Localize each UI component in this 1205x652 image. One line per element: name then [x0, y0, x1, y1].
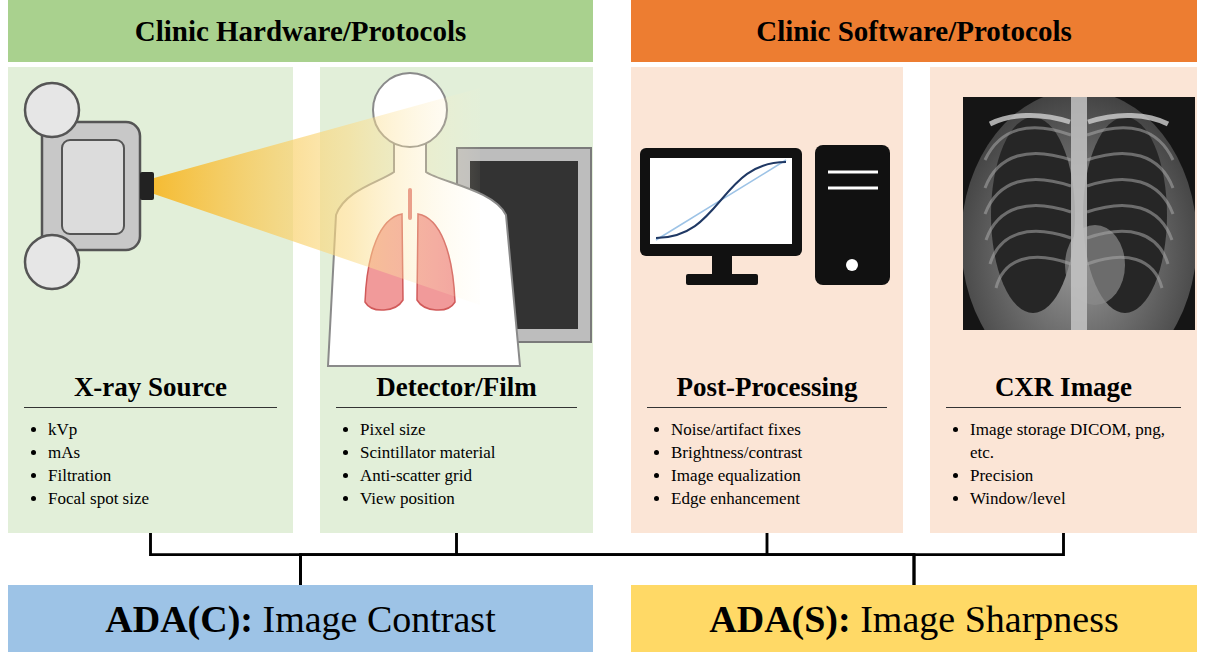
bullet-item: Filtration — [48, 464, 285, 487]
bullet-item: Image equalization — [671, 464, 895, 487]
panel-heading: X-ray Source — [24, 370, 277, 408]
xray-beam — [154, 88, 480, 305]
bullet-item: Noise/artifact fixes — [671, 418, 895, 441]
bullet-text: Noise/artifact fixes — [671, 420, 801, 439]
bullet-list: Pixel sizeScintillator materialAnti-scat… — [320, 418, 593, 510]
connector-line — [301, 533, 1064, 585]
panel-heading: Post-Processing — [647, 370, 887, 408]
connector-line — [301, 533, 457, 585]
detector-panel-icon — [457, 148, 591, 342]
band-title: Clinic Software/Protocols — [756, 14, 1071, 48]
component-panel: Detector/FilmPixel sizeScintillator mate… — [320, 67, 593, 533]
bullet-list: kVp mAsFiltrationFocal spot size — [8, 418, 293, 510]
xray-source-icon — [25, 83, 154, 289]
header-band: Clinic Software/Protocols — [631, 0, 1197, 62]
bullet-text: Window/level — [970, 489, 1066, 508]
chest-xray-image — [963, 97, 1195, 330]
bullet-text: Precision — [970, 466, 1033, 485]
bullet-text: Brightness/contrast — [671, 443, 802, 462]
bullet-text: Scintillator material — [360, 443, 496, 462]
connector-line — [151, 533, 301, 585]
connector-line — [914, 533, 1064, 585]
bullet-item: Anti-scatter grid — [360, 464, 585, 487]
outcome-label: ADA(C): — [105, 597, 253, 641]
bullet-item: Edge enhancement — [671, 487, 895, 510]
panel-heading: Detector/Film — [336, 370, 577, 408]
bullet-text: View position — [360, 489, 455, 508]
band-title: Clinic Hardware/Protocols — [135, 14, 467, 48]
outcome-box: ADA(S):Image Sharpness — [631, 585, 1197, 652]
bullet-item: Pixel size — [360, 418, 585, 441]
connector-line — [151, 533, 915, 585]
bullet-text: Anti-scatter grid — [360, 466, 472, 485]
outcome-label: ADA(S): — [709, 597, 850, 641]
bullet-item: Image storage DICOM, png, etc. — [970, 418, 1189, 464]
bullet-item: Scintillator material — [360, 441, 585, 464]
outcome-description: Image Sharpness — [860, 597, 1119, 641]
connector-line — [301, 533, 768, 585]
patient-figure — [328, 73, 520, 366]
bullet-item: Brightness/contrast — [671, 441, 895, 464]
panel-heading: CXR Image — [946, 370, 1181, 408]
component-panel: Post-ProcessingNoise/artifact fixesBrigh… — [631, 67, 903, 533]
bullet-text: Image storage DICOM, png, etc. — [970, 420, 1165, 462]
component-panel: X-ray Source kVp mAsFiltrationFocal spot s… — [8, 67, 293, 533]
bullet-item: mAs — [48, 441, 285, 464]
component-panel: CXR ImageImage storage DICOM, png, etc. P… — [930, 67, 1197, 533]
outcome-description: Image Contrast — [263, 597, 496, 641]
bullet-text: Edge enhancement — [671, 489, 800, 508]
bullet-text: Image equalization — [671, 466, 801, 485]
computer-icon — [640, 145, 890, 285]
outcome-box: ADA(C):Image Contrast — [8, 585, 593, 652]
bullet-item: Window/level — [970, 487, 1189, 510]
bullet-text: kVp — [48, 420, 77, 439]
bullet-list: Image storage DICOM, png, etc. PrecisionW… — [930, 418, 1197, 510]
connector-line — [457, 533, 915, 585]
bullet-text: Pixel size — [360, 420, 426, 439]
bullet-text: Focal spot size — [48, 489, 149, 508]
bullet-item: Focal spot size — [48, 487, 285, 510]
bullet-item: kVp — [48, 418, 285, 441]
bullet-text: Filtration — [48, 466, 111, 485]
bullet-item: Precision — [970, 464, 1189, 487]
bullet-list: Noise/artifact fixesBrightness/contrastI… — [631, 418, 903, 510]
connector-line — [767, 533, 914, 585]
bullet-text: mAs — [48, 443, 80, 462]
bullet-item: View position — [360, 487, 585, 510]
header-band: Clinic Hardware/Protocols — [8, 0, 593, 62]
